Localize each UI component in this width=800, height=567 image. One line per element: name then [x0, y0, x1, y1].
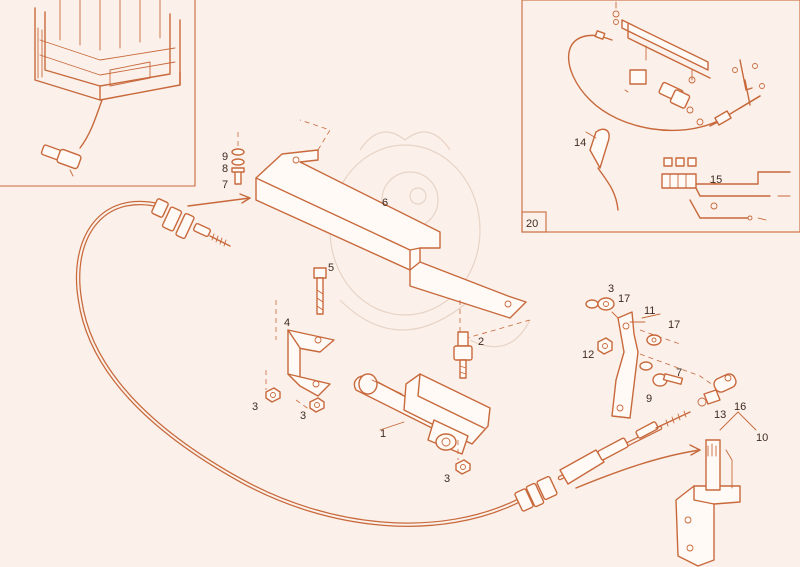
callout-13: 13 — [714, 409, 726, 421]
callout-6: 6 — [382, 197, 388, 209]
callout-17: 17 — [668, 319, 680, 331]
callout-3: 3 — [608, 283, 614, 295]
callout-7: 7 — [676, 367, 682, 379]
callout-5: 5 — [328, 262, 334, 274]
callout-9: 9 — [222, 151, 228, 163]
control-cable — [75, 193, 701, 527]
callout-16: 16 — [734, 401, 746, 413]
callout-10: 10 — [756, 432, 768, 444]
callout-3: 3 — [300, 410, 306, 422]
callout-1: 1 — [380, 428, 386, 440]
callout-12: 12 — [582, 349, 594, 361]
callout-2: 2 — [478, 336, 484, 348]
main-bracket — [237, 119, 531, 341]
inset-box-label: 20 — [526, 218, 538, 230]
bracket-4 — [265, 300, 335, 411]
callout-8: 8 — [222, 163, 228, 175]
actuator-1 — [353, 373, 491, 455]
callout-11: 11 — [644, 305, 655, 317]
callout-17: 17 — [618, 293, 630, 305]
watermark — [329, 131, 531, 348]
stud-2 — [453, 331, 473, 379]
screw-5 — [313, 267, 327, 315]
callout-14: 14 — [574, 137, 586, 149]
leader-lines — [379, 131, 757, 431]
callout-9: 9 — [646, 393, 652, 405]
inset-top-right: 20 — [521, 0, 800, 233]
callout-15: 15 — [710, 174, 722, 186]
inset-top-left — [0, 0, 196, 187]
fasteners-7-8-9 — [231, 148, 245, 185]
callouts: 1 2 3 3 3 3 4 5 6 7 7 8 9 9 10 11 12 13 … — [222, 137, 768, 485]
lever-bracket-11 — [585, 297, 737, 419]
callout-3: 3 — [252, 401, 258, 413]
callout-4: 4 — [284, 317, 290, 329]
nuts — [265, 387, 471, 475]
callout-7: 7 — [222, 179, 228, 191]
bottom-bracket — [675, 439, 741, 567]
callout-3: 3 — [444, 473, 450, 485]
